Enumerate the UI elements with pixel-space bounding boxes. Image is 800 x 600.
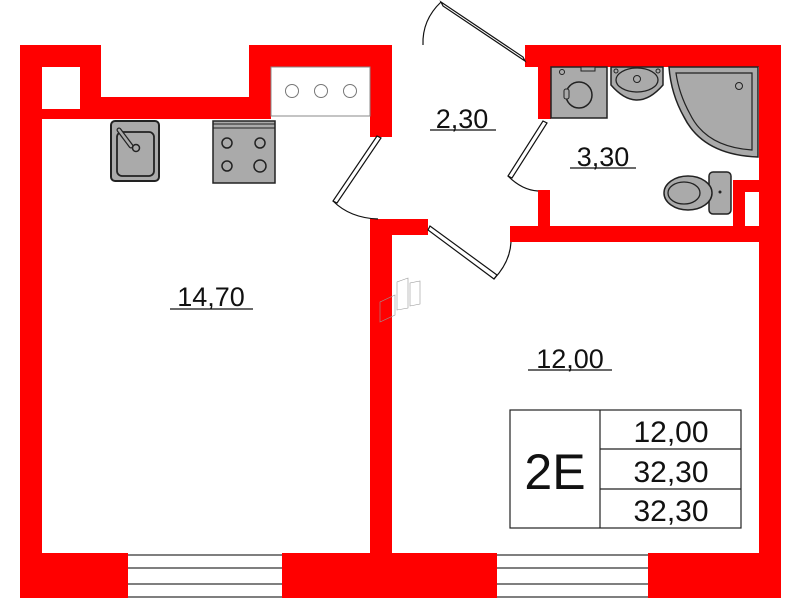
toilet-icon [663,171,732,215]
info-row-2: 32,30 [633,456,708,489]
washbasin-icon [610,66,664,101]
walls [20,45,781,598]
room-area-hallway: 2,30 [436,104,489,134]
corner-shower-icon [668,66,759,158]
stove-icon [212,120,276,184]
kitchen-sink-icon [110,120,160,182]
room-area-room: 12,00 [536,344,604,374]
apartment-code: 2E [524,444,585,500]
washing-machine-icon [550,66,608,119]
info-row-3: 32,30 [633,495,708,528]
window-left [128,554,282,598]
watermark-icon [379,277,421,323]
info-table: 2E 12,00 32,30 32,30 [509,409,742,529]
door-hall-bathroom [507,120,548,192]
door-hall-room [427,225,512,280]
ventilation-panel [270,66,371,117]
info-row-1: 12,00 [633,416,708,449]
door-kitchen-hall [332,135,382,220]
niche [42,67,80,109]
window-right [497,554,648,598]
room-area-bathroom: 3,30 [577,142,630,172]
entrance-door [422,0,527,63]
room-area-kitchen: 14,70 [177,282,245,312]
